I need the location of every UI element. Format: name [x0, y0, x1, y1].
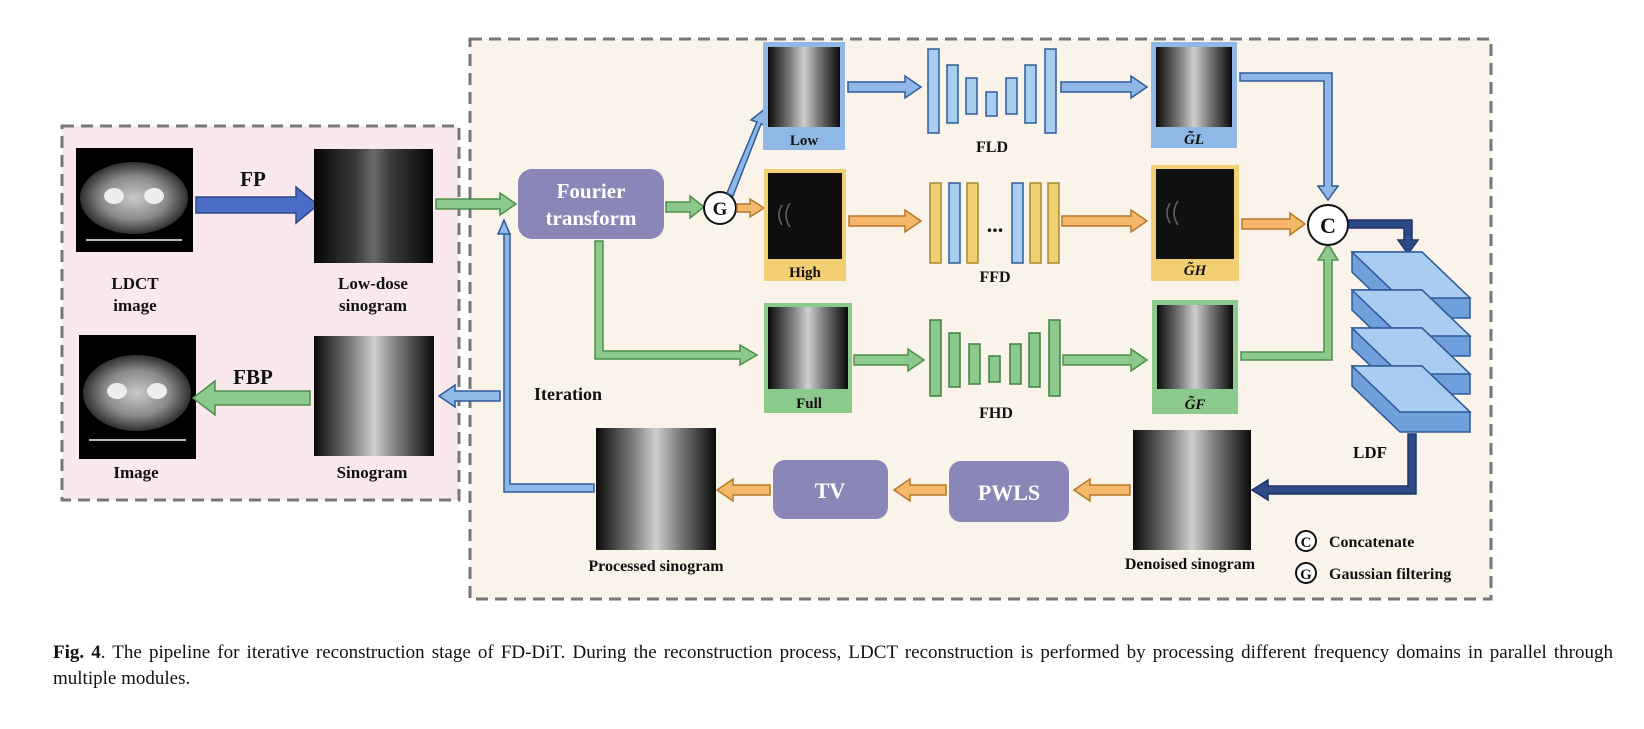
lowdose-sinogram — [314, 149, 433, 263]
fbp-arrow — [191, 379, 311, 417]
output-sinogram — [314, 336, 434, 456]
arrow-full-to-fhd — [853, 347, 926, 373]
arrow-fld-to-gl — [1060, 74, 1149, 100]
denoised-sinogram — [1133, 430, 1251, 550]
pwls-label: PWLS — [978, 480, 1040, 505]
ffd-label: FFD — [979, 269, 1010, 286]
arrow-low-to-fld — [847, 74, 923, 100]
legend-c-symbol: C — [1301, 535, 1312, 551]
fbp-label: FBP — [233, 365, 273, 389]
arrow-to-fourier — [435, 191, 518, 217]
concat-node — [1307, 204, 1349, 246]
gl-sinogram — [1156, 47, 1232, 127]
legend-g-icon — [1295, 562, 1317, 584]
tv-box — [773, 460, 888, 519]
iteration-label: Iteration — [534, 384, 602, 404]
arrow-c-to-ldf — [1348, 219, 1420, 256]
caption-prefix: Fig. 4 — [53, 642, 101, 663]
high-label: High — [789, 265, 821, 281]
iteration-to-sinogram-arrow — [437, 383, 501, 409]
figure-caption: Fig. 4. The pipeline for iterative recon… — [53, 640, 1613, 692]
arrow-gl-to-c — [1239, 72, 1340, 202]
ldf-label: LDF — [1353, 443, 1387, 462]
low-sinogram — [768, 47, 840, 127]
concat-symbol: C — [1320, 213, 1336, 238]
output-image — [79, 335, 196, 459]
arrow-fourier-to-g — [665, 194, 706, 220]
fhd-label: FHD — [979, 405, 1013, 422]
image-label: Image — [113, 463, 159, 482]
fourier-label-2: transform — [546, 206, 637, 230]
processed-label: Processed sinogram — [588, 558, 724, 575]
pipeline-diagram: LDCT image FP Low-dose sinogram Image FB… — [60, 37, 1493, 601]
sinogram-label: Sinogram — [337, 463, 408, 482]
gh-sinogram — [1156, 169, 1234, 259]
high-detail — [778, 202, 791, 228]
fp-label: FP — [240, 167, 266, 191]
arrow-gf-to-c — [1240, 242, 1340, 361]
tv-label: TV — [815, 478, 846, 503]
arrow-ldf-to-denoised — [1250, 433, 1417, 502]
low-label: Low — [790, 133, 819, 149]
arrow-g-to-high — [736, 197, 766, 219]
legend-c-icon — [1295, 530, 1317, 552]
ldct-image — [76, 148, 193, 252]
gaussian-symbol: G — [713, 199, 728, 220]
arrow-high-to-ffd — [848, 208, 923, 234]
arrow-fhd-to-gf — [1062, 347, 1149, 373]
gaussian-node — [703, 191, 737, 225]
gl-label: G̃L — [1184, 130, 1204, 148]
caption-text: . The pipeline for iterative reconstruct… — [53, 642, 1613, 689]
ffd-network — [929, 182, 1060, 264]
denoised-label: Denoised sinogram — [1125, 556, 1256, 573]
ffd-dots: ... — [987, 212, 1004, 237]
ldct-label-2: image — [113, 296, 157, 315]
full-sinogram — [768, 307, 848, 389]
arrow-pwls-to-tv — [892, 477, 947, 503]
arrow-gh-to-c — [1241, 211, 1307, 237]
ldct-label-1: LDCT — [111, 274, 159, 293]
gh-detail — [1166, 200, 1179, 226]
lowdose-label-1: Low-dose — [338, 274, 408, 293]
arrow-ffd-to-gh — [1061, 208, 1149, 234]
arrow-denoised-to-pwls — [1072, 477, 1131, 503]
lowdose-label-2: sinogram — [339, 296, 407, 315]
fld-network — [927, 48, 1057, 134]
arrow-tv-to-processed — [715, 477, 771, 503]
ldf-stack — [1350, 251, 1472, 433]
high-sinogram — [768, 173, 842, 259]
gh-label: G̃H — [1184, 261, 1208, 279]
legend-g-text: Gaussian filtering — [1329, 566, 1451, 583]
legend-c-text: Concatenate — [1329, 534, 1414, 551]
pwls-box — [949, 461, 1069, 522]
iteration-loop-arrow — [496, 218, 595, 493]
fld-label: FLD — [976, 139, 1008, 156]
processed-sinogram — [596, 428, 716, 550]
fourier-label-1: Fourier — [557, 179, 626, 203]
arrow-fourier-to-full — [594, 240, 759, 367]
fhd-network — [929, 319, 1061, 397]
gf-label: G̃F — [1185, 395, 1206, 413]
fourier-transform-box — [518, 169, 664, 239]
gf-sinogram — [1157, 305, 1233, 389]
legend-g-symbol: G — [1300, 567, 1312, 583]
full-label: Full — [796, 396, 822, 412]
fp-arrow — [195, 185, 320, 225]
